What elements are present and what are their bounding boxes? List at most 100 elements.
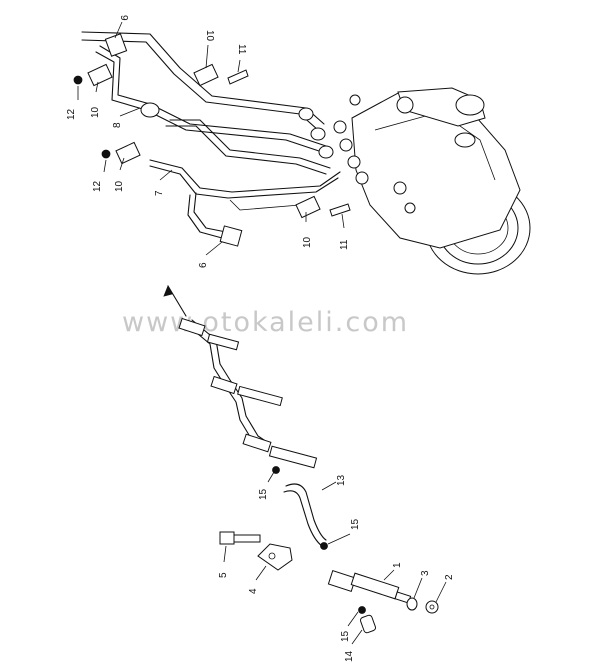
injector-body-1 [206, 333, 240, 351]
pipe-7-inner [165, 125, 327, 175]
leader-14 [351, 629, 363, 645]
nut-12-top [73, 75, 83, 85]
leak-off-arrow-head [163, 285, 173, 297]
clip-15-a [272, 466, 280, 474]
pump-outlet-1 [333, 120, 347, 134]
leader-12-mid [103, 159, 107, 173]
injector-1 [327, 570, 412, 604]
leader-15-c [347, 611, 359, 627]
callout-11-top: 11 [236, 44, 247, 55]
leader-10-top [205, 44, 209, 69]
callout-11-bottom: 11 [339, 239, 350, 250]
pump-body-edge [374, 111, 496, 181]
upper-callouts: 9 10 11 12 10 8 12 10 7 10 11 6 [66, 15, 350, 268]
leader-11-top [237, 59, 241, 73]
upper-leaders [77, 21, 345, 256]
pipe-nut-6 [219, 225, 243, 247]
nut-12-mid [101, 149, 111, 159]
pump-outlet-2 [339, 138, 353, 152]
injector-banjo-2 [210, 375, 238, 395]
clip-15-b [320, 542, 328, 550]
callout-7: 7 [154, 190, 165, 196]
clamp-10-left-b [115, 141, 141, 165]
stud-11-top [227, 69, 249, 85]
pump-bolt-1 [349, 94, 361, 106]
bolt-5-shank [233, 534, 261, 543]
pipe-6-end-inner [193, 192, 227, 233]
pipe-6-inner [149, 165, 339, 199]
pump-cap-left [396, 96, 414, 114]
pipe-6-outer [149, 159, 341, 193]
callout-10-bottom: 10 [302, 236, 313, 248]
leader-7 [159, 169, 173, 181]
callout-9: 9 [118, 15, 129, 21]
clamp-10-left-a [87, 63, 113, 87]
pipe-6-end [187, 194, 223, 239]
pump-cap [455, 94, 485, 116]
stud-11-bottom [329, 203, 351, 217]
callout-13: 13 [336, 474, 347, 486]
leader-15-a [267, 471, 275, 483]
watermark: www.otokaleli.com [122, 307, 409, 338]
pipe-fitting-a [298, 107, 314, 121]
injector-banjo-1 [178, 317, 206, 337]
bolt-5 [219, 531, 261, 545]
bolt-5-head [219, 531, 235, 545]
callout-5: 5 [218, 572, 229, 578]
leak-off-assembly [163, 285, 318, 469]
leader-2 [435, 581, 447, 603]
callout-12-top: 12 [66, 108, 77, 120]
callout-10-left-b: 10 [114, 180, 125, 192]
callout-15-c: 15 [340, 630, 351, 642]
callout-8: 8 [112, 122, 123, 128]
injection-pump [333, 87, 531, 275]
plug-14 [359, 614, 377, 634]
upper-hardware [73, 63, 351, 219]
leader-13 [321, 481, 337, 491]
callout-15-a: 15 [258, 488, 269, 500]
injector-1-top [327, 570, 357, 592]
washer-3 [406, 597, 418, 611]
pump-bolt-3 [404, 202, 416, 214]
leader-9 [114, 21, 123, 39]
callout-10-top: 10 [204, 30, 215, 42]
leader-5 [223, 545, 227, 563]
pump-boss [454, 132, 476, 148]
pump-bolt-2 [393, 181, 407, 195]
pump-outlet-3 [347, 155, 361, 169]
washer-2 [425, 600, 439, 614]
leader-4 [255, 565, 267, 581]
lower-callouts: 15 13 15 5 4 1 3 2 15 14 [218, 474, 455, 662]
callout-6: 6 [198, 262, 209, 268]
leak-off-arrow-line [167, 285, 187, 317]
leader-11-bottom [341, 213, 345, 229]
pipe-nut-8 [140, 102, 160, 118]
leader-6 [205, 241, 223, 256]
clamp-10-top [193, 63, 219, 87]
washer-2-hole [429, 604, 435, 610]
pipe-lower-run [229, 199, 301, 211]
leader-3 [413, 577, 423, 599]
leader-1 [383, 569, 395, 581]
injector-body-2 [237, 385, 283, 407]
clamp-10-bottom [295, 195, 321, 219]
callout-14: 14 [344, 650, 355, 662]
pipe-fitting-b [310, 127, 326, 141]
pump-outlet-4 [355, 171, 369, 185]
callout-15-b: 15 [350, 518, 361, 530]
injector-clamp-hole [268, 552, 276, 560]
callout-10-left-a: 10 [90, 106, 101, 118]
callout-12-mid: 12 [92, 180, 103, 192]
leader-10-left-a [95, 81, 99, 93]
clip-15-c [358, 606, 366, 614]
pipe-fitting-c [318, 145, 334, 159]
hose-13-b [283, 490, 323, 547]
callout-2: 2 [444, 574, 455, 580]
pipe-nut-9 [104, 33, 128, 57]
injection-pipes [81, 31, 341, 247]
leader-8 [119, 107, 141, 117]
callout-4: 4 [248, 588, 259, 594]
pipe-7-outer [169, 119, 331, 169]
